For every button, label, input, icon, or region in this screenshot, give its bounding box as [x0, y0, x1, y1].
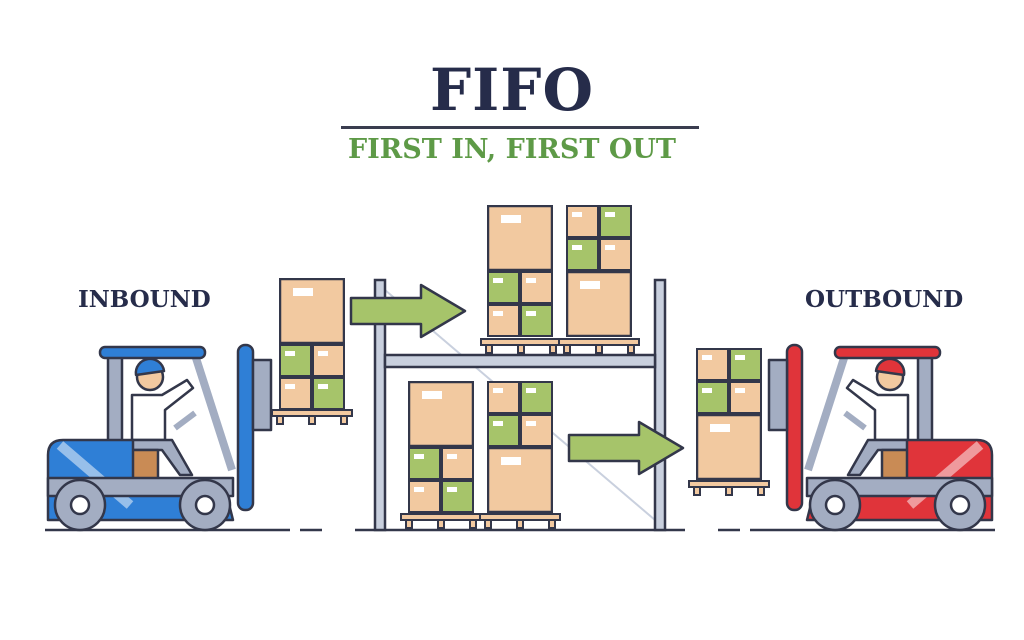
inbound-forklift [48, 345, 271, 530]
outbound-label: OUTBOUND [805, 286, 964, 313]
outbound-pallet-stack [689, 349, 769, 495]
outbound-forklift [769, 345, 992, 530]
page-title: FIFO [429, 56, 594, 124]
inbound-label: INBOUND [78, 286, 211, 313]
arrow-right-icon [351, 285, 465, 337]
title-divider [341, 126, 699, 129]
bottom-shelf-stacks [401, 382, 560, 528]
top-shelf-stacks [481, 206, 639, 353]
inbound-pallet-stack [272, 279, 352, 424]
page-subtitle: FIRST IN, FIRST OUT [348, 134, 676, 165]
